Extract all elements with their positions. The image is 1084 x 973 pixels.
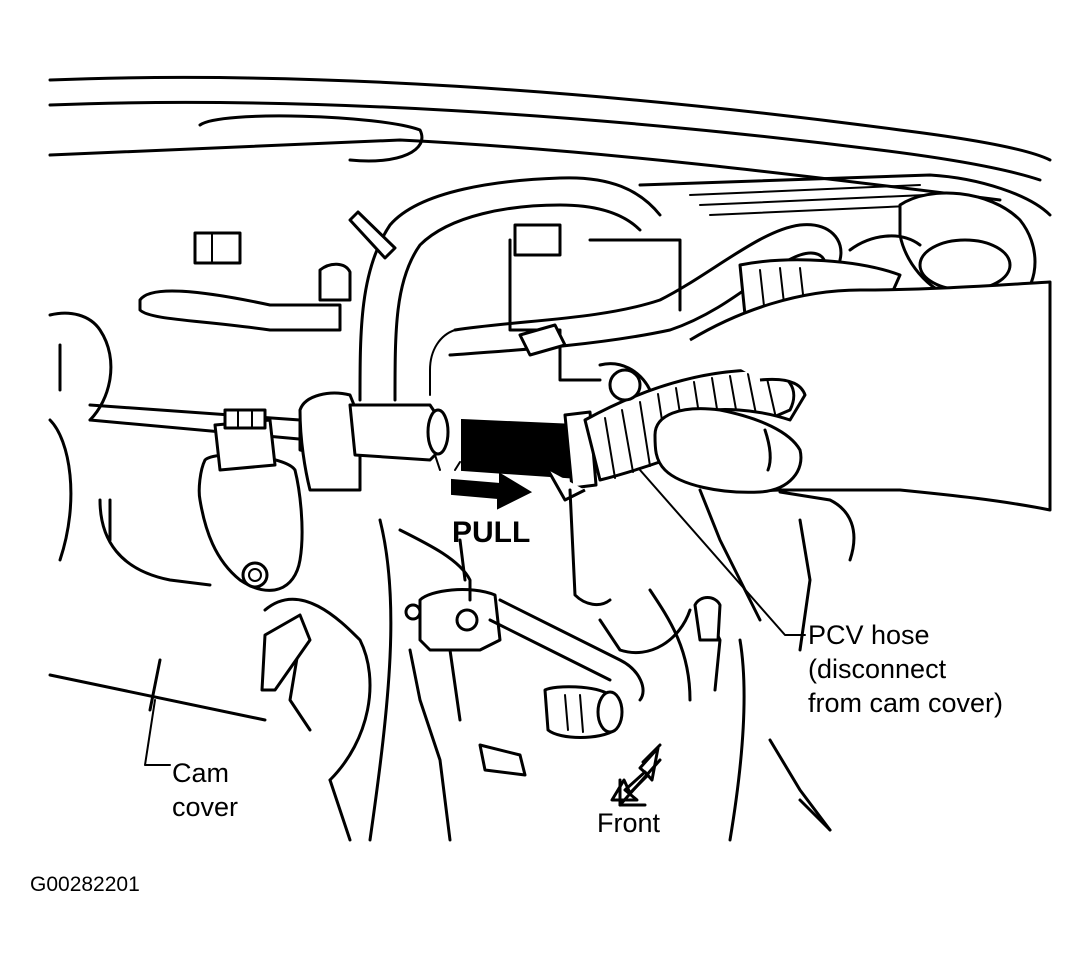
leader-lines: [144, 469, 806, 766]
pcv-hose-label: PCV hose (disconnect from cam cover): [808, 620, 1004, 718]
small-clip: [193, 231, 242, 265]
cam-cover-label: Cam cover: [172, 758, 239, 822]
cam-sensor: [197, 408, 312, 692]
cowl-lines: [48, 75, 1052, 217]
pull-label: PULL: [452, 516, 531, 549]
hand: [653, 280, 1052, 562]
pull-arrow: [451, 461, 533, 510]
pcv-elbow: [298, 329, 456, 492]
central-bracket: [508, 223, 682, 382]
front-label: Front: [597, 808, 661, 838]
cam-cover-outline: [48, 518, 393, 842]
harness-connector: [478, 598, 645, 777]
left-hose: [138, 262, 352, 332]
strut-tower: [848, 191, 1037, 302]
misc-engine-lines: [398, 362, 832, 842]
lower-bracket: [404, 588, 502, 842]
upper-arch-hose: [348, 176, 662, 402]
figure-id: G00282201: [30, 873, 140, 896]
front-arrow: [610, 743, 662, 807]
